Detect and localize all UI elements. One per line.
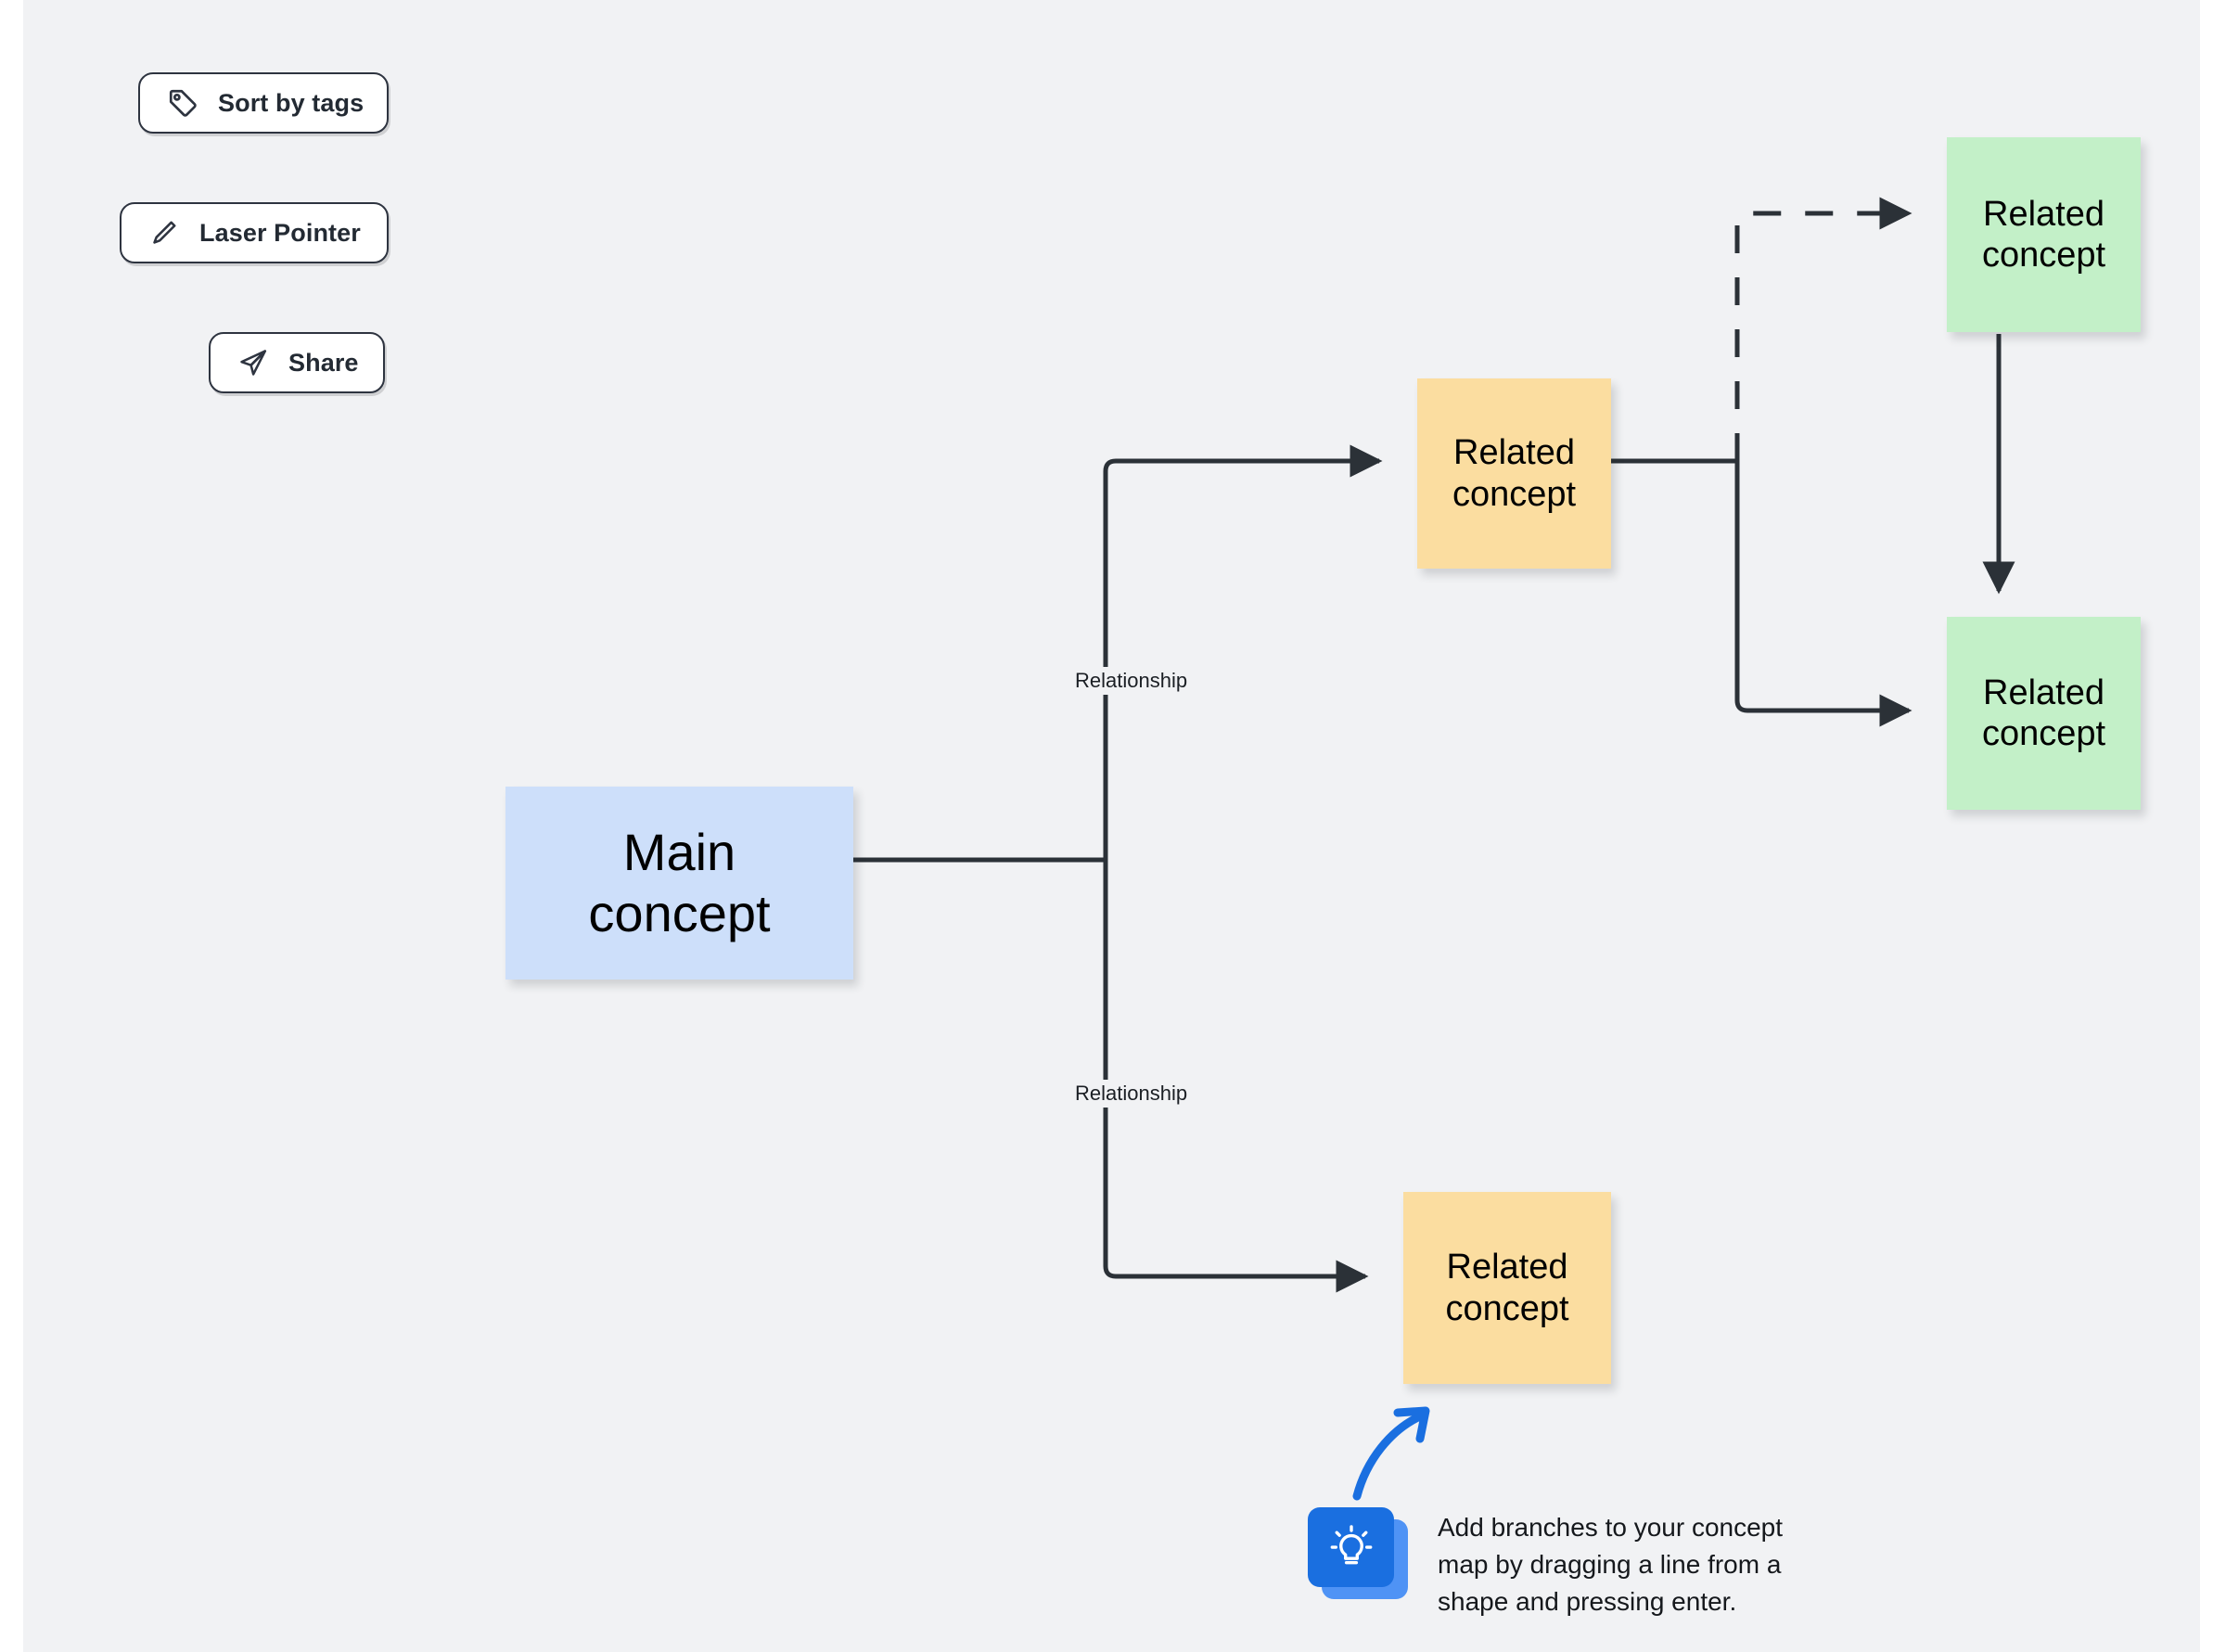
hint-tooltip: Add branches to your concept map by dragg… xyxy=(1308,1507,1783,1620)
pencil-icon xyxy=(146,214,183,251)
hint-curved-arrow-icon xyxy=(1352,1406,1430,1501)
edge-label-relationship-bottom[interactable]: Relationship xyxy=(1069,1080,1194,1108)
edge-label-relationship-top[interactable]: Relationship xyxy=(1069,667,1194,695)
paper-plane-icon xyxy=(235,344,272,381)
share-button[interactable]: Share xyxy=(209,332,385,393)
hint-text-line-1: Add branches to your concept xyxy=(1438,1513,1784,1542)
sort-by-tags-label: Sort by tags xyxy=(218,88,365,117)
hint-icon-stack xyxy=(1308,1507,1412,1600)
laser-pointer-button[interactable]: Laser Pointer xyxy=(120,202,389,263)
edge-main-to-orange-bottom xyxy=(1103,860,1369,1293)
share-label: Share xyxy=(288,348,359,377)
laser-pointer-label: Laser Pointer xyxy=(199,218,361,247)
lightbulb-icon xyxy=(1308,1507,1394,1587)
edge-main-to-orange-top xyxy=(1103,444,1383,860)
tag-icon xyxy=(164,84,201,122)
hint-text: Add branches to your concept map by dragg… xyxy=(1438,1507,1783,1620)
hint-text-line-2: map by dragging a line from a xyxy=(1438,1549,1782,1579)
edge-orange-top-to-green-bottom xyxy=(1734,461,1913,727)
edge-orange-top-to-green-top-dashed xyxy=(1734,197,1913,461)
sort-by-tags-button[interactable]: Sort by tags xyxy=(138,72,389,134)
hint-text-line-3: shape and pressing enter. xyxy=(1438,1586,1737,1616)
